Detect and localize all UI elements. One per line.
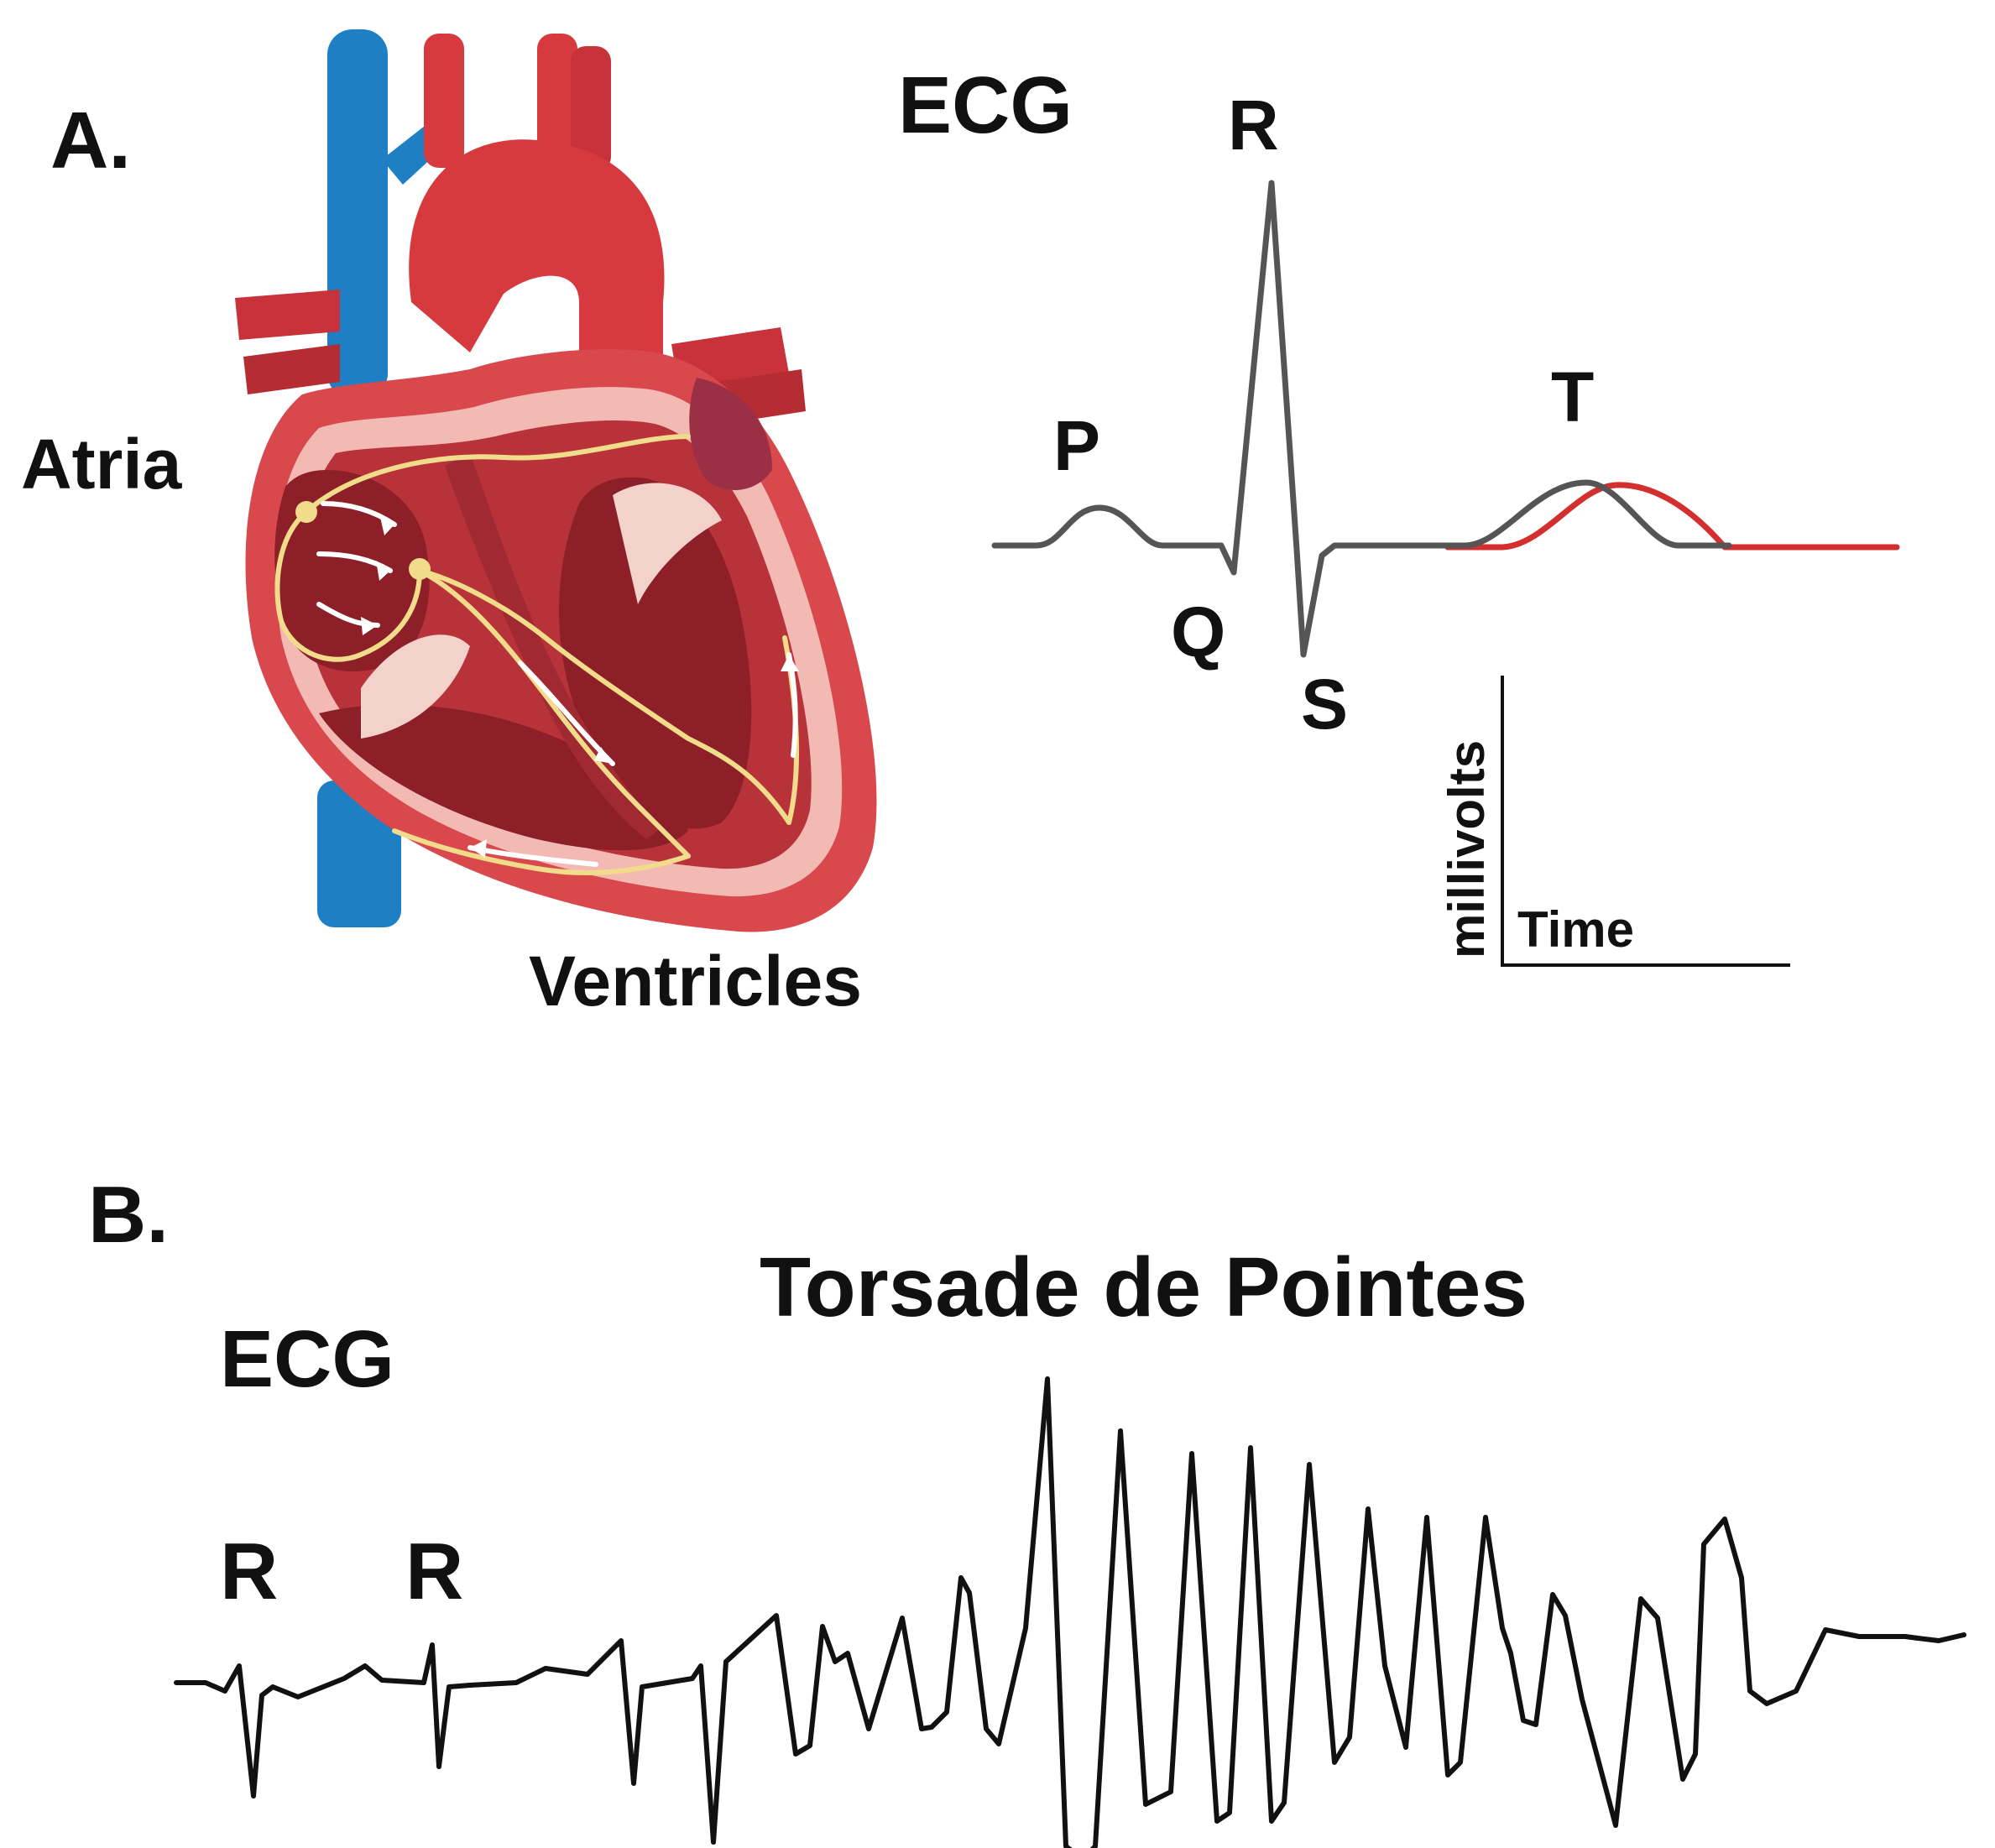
panel-b-ecg-title: ECG [220,1314,394,1404]
aortic-arch [409,139,665,378]
ecg-prolonged-qt-trace [1444,482,1900,551]
t-wave-label: T [1551,358,1594,436]
s-wave-label: S [1301,665,1348,744]
ventricles-label: Ventricles [529,942,862,1021]
torsade-ecg-trace [174,1376,1966,1848]
x-axis-label: Time [1517,901,1634,958]
pulmonary-artery-left [235,290,340,340]
p-wave-label: P [1053,406,1100,485]
superior-vena-cava [327,29,388,399]
aorta-branch-1 [424,34,464,168]
y-axis-label: millivolts [1439,740,1495,958]
r-label-1: R [220,1527,278,1616]
aorta-branch-3 [571,46,611,172]
ecg-axis-indicator [1501,676,1790,967]
tricuspid-valve [361,634,470,739]
aorta-branch-2 [537,34,577,168]
r-wave-label: R [1228,86,1279,164]
left-ventricle-chamber [559,477,752,829]
ecg-normal-trace [991,180,1732,658]
r-label-2: R [405,1527,463,1616]
conduction-arrowheads [361,514,799,858]
mitral-valve [613,483,722,604]
left-atrium [689,378,772,490]
sa-node [295,501,317,523]
torsade-title: Torsade de Pointes [760,1240,1528,1334]
panel-a-ecg-title: ECG [898,60,1073,150]
interventricular-septum [445,453,663,839]
panel-b-label: B. [88,1170,169,1260]
pulmonary-artery-left-2 [243,344,340,394]
panel-a-label: A. [50,96,131,185]
atria-label: Atria [21,425,183,504]
av-node [409,558,431,580]
right-ventricle-chamber [319,704,688,851]
aortic-arch-hole [530,283,577,347]
q-wave-label: Q [1171,593,1225,671]
heart-illustration [235,29,877,932]
